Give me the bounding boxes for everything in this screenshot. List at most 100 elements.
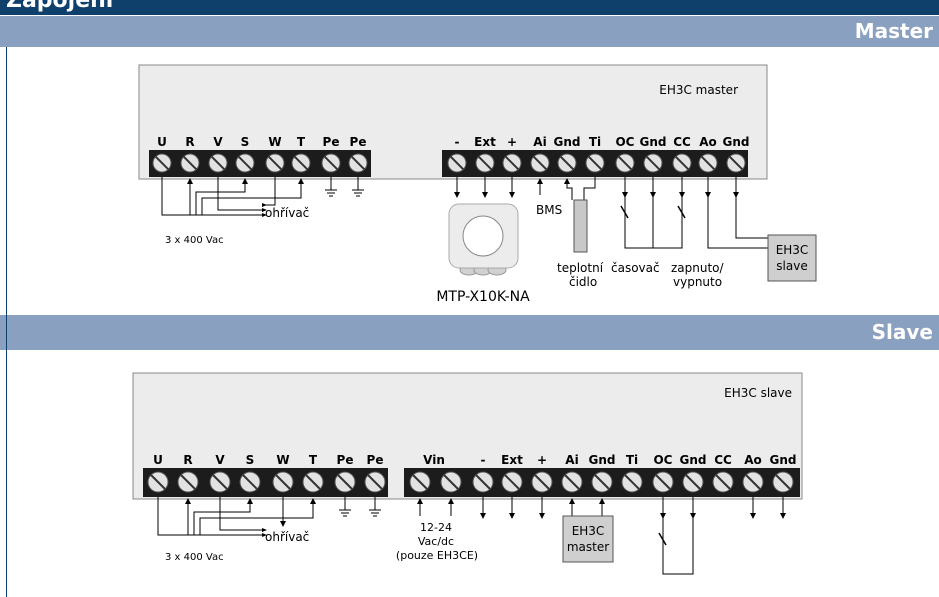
master-control-terminal-screw-slot [700,155,716,171]
master-onoff-label-1: zapnuto/ [671,261,725,275]
master-power-terminal-screw-slot [210,155,226,171]
master-supply-arrows [187,178,304,217]
slave-section-title: Slave [871,320,933,344]
slave-control-terminal-screw-slot [655,474,671,490]
master-power-terminal-label: Pe [323,135,340,149]
master-sensor-label-1: teplotní [557,261,604,275]
slave-control-terminal-screw-slot [775,474,791,490]
master-device-label: EH3C master [659,83,738,97]
slave-power-terminal-screw-slot [305,474,321,490]
slave-power-terminal-label: R [183,453,192,467]
slave-switch [658,532,667,546]
master-control-terminal-label: Ext [474,135,496,149]
slave-supply-wires [157,497,314,536]
master-power-terminal-label: R [185,135,194,149]
slave-control-terminal-screw-slot [745,474,761,490]
slave-control-terminal-screw-slot [475,474,491,490]
slave-supply-label: 3 x 400 Vac [165,552,224,563]
master-control-terminal-label: CC [673,135,691,149]
master-control-terminal-label: - [455,135,460,149]
master-power-terminal-screw-slot [237,155,253,171]
slave-power-terminal-label: V [215,453,225,467]
slave-power-terminal-label: T [309,453,318,467]
slave-control-terminal-label: Gnd [589,453,616,467]
master-power-terminal-screw-slot [350,155,366,171]
slave-power-terminal-label: Pe [367,453,384,467]
slave-power-terminal-screw-slot [150,474,166,490]
slave-control-arrows [417,498,786,519]
slave-ground-symbols [339,497,381,517]
master-power-terminal-screw-slot [323,155,339,171]
slave-vin-label: Vin [423,453,445,467]
master-control-arrows [454,178,739,198]
master-heater-label: ohřívač [265,206,309,220]
slave-master-box [562,515,614,563]
slave-power-terminal-label: U [153,453,163,467]
master-control-terminal-screw-slot [532,155,548,171]
master-control-terminal-label: Gnd [554,135,581,149]
master-control-terminal-screw-slot [674,155,690,171]
master-control-terminal-screw-slot [728,155,744,171]
master-control-terminal-label: Ai [533,135,546,149]
master-control-terminal-screw-slot [477,155,493,171]
master-ground-symbols [325,177,364,197]
master-control-terminal-label: Ao [699,135,717,149]
slave-control-terminal-label: Ti [626,453,638,467]
left-border-line [6,47,7,597]
slave-vin-note-3: (pouze EH3CE) [396,549,478,562]
master-switches [620,205,686,219]
slave-control-terminal-label: Ai [565,453,578,467]
slave-master-box-label-2: master [567,540,609,554]
slave-control-terminal-label: Ao [744,453,762,467]
master-control-terminal-screw-slot [645,155,661,171]
master-onoff-label-2: vypnuto [673,275,722,289]
slave-control-terminal-screw-slot [685,474,701,490]
top-header-bar: Zapojení [0,0,939,15]
slave-control-terminal-label: + [537,453,547,467]
slave-vin-note-2: Vac/dc [418,535,454,548]
master-sensor-label-2: čidlo [569,275,597,289]
slave-control-terminal-screw-slot [564,474,580,490]
page-title: Zapojení [6,0,114,13]
slave-power-terminal-screw-slot [180,474,196,490]
master-power-terminal-label: U [157,135,167,149]
master-bms-label: BMS [536,203,562,217]
mtp-controller-icon [448,203,519,276]
master-control-terminal-label: Ti [589,135,601,149]
slave-supply-arrows [185,498,316,537]
slave-control-terminal-screw-slot [594,474,610,490]
master-control-terminal-label: + [507,135,517,149]
slave-power-terminal-label: Pe [337,453,354,467]
master-section-title: Master [854,19,933,43]
slave-control-terminal-screw-slot [715,474,731,490]
slave-control-terminal-label: Gnd [680,453,707,467]
master-control-terminal-label: Gnd [640,135,667,149]
slave-control-terminal-label: OC [653,453,672,467]
master-control-terminal-screw-slot [504,155,520,171]
master-power-terminal-label: W [268,135,281,149]
master-power-terminal-screw-slot [182,155,198,171]
slave-control-terminal-screw-slot [534,474,550,490]
master-controller-label: MTP-X10K-NA [436,289,530,305]
slave-control-terminal-label: Ext [501,453,523,467]
slave-control-terminal-label: Gnd [770,453,797,467]
slave-section-bar: Slave [0,315,939,350]
slave-power-terminal-screw-slot [242,474,258,490]
master-power-terminal-label: T [297,135,306,149]
master-power-terminal-screw-slot [154,155,170,171]
slave-power-terminal-screw-slot [212,474,228,490]
slave-control-wires [419,497,784,575]
slave-master-box-label-1: EH3C [572,524,605,538]
master-power-terminal-label: V [213,135,223,149]
master-control-terminal-screw-slot [449,155,465,171]
slave-control-terminal-label: CC [714,453,732,467]
slave-heater-label: ohřívač [265,530,309,544]
slave-power-terminal-label: W [276,453,289,467]
master-temp-sensor [573,199,588,253]
